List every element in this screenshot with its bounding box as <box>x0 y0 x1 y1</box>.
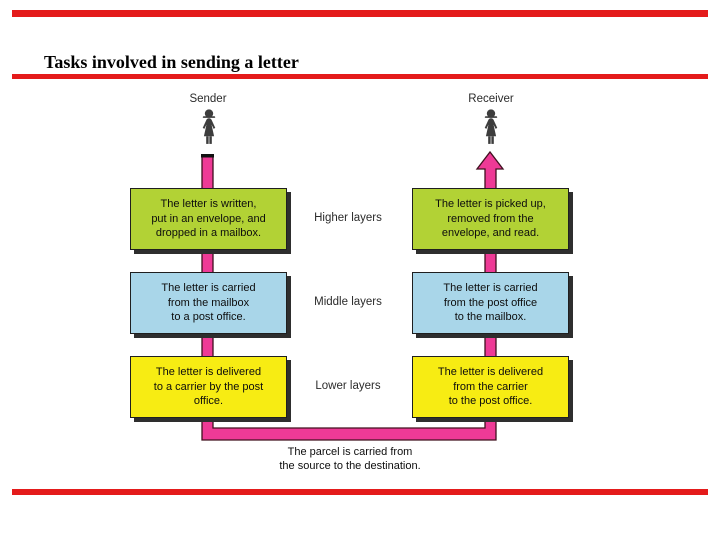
box-text-line: dropped in a mailbox. <box>155 227 262 240</box>
receiver-middle-layer-box: The letter is carried from the post offi… <box>412 272 569 334</box>
box-text-line: from the post office <box>443 296 538 309</box>
box-text-line: The letter is carried <box>161 282 256 295</box>
transport-caption: The parcel is carried from the source to… <box>230 446 470 473</box>
caption-line: the source to the destination. <box>279 459 421 472</box>
sender-middle-layer-box: The letter is carried from the mailbox t… <box>130 272 287 334</box>
box-text-line: The letter is written, <box>160 198 257 211</box>
higher-layers-label: Higher layers <box>314 212 382 224</box>
page-title: Tasks involved in sending a letter <box>44 52 299 73</box>
box-text-line: put in an envelope, and <box>151 212 266 225</box>
box-text-line: The letter is picked up, <box>435 198 546 211</box>
title-divider-bar <box>12 74 708 79</box>
receiver-higher-layer-box: The letter is picked up, removed from th… <box>412 188 569 250</box>
sender-label: Sender <box>189 93 227 105</box>
top-accent-bar <box>12 10 708 17</box>
box-text-line: from the mailbox <box>167 296 250 309</box>
lower-layers-label: Lower layers <box>315 380 381 392</box>
box-text-line: to the post office. <box>448 395 533 408</box>
bottom-accent-bar <box>12 489 708 495</box>
box-text-line: to a post office. <box>171 311 246 324</box>
box-text-line: to the mailbox. <box>454 311 527 324</box>
sender-person-icon <box>198 109 220 149</box>
box-text-line: The letter is delivered <box>437 366 544 379</box>
caption-line: The parcel is carried from <box>287 446 413 458</box>
box-text-line: removed from the <box>447 212 534 225</box>
receiver-label: Receiver <box>468 93 514 105</box>
box-text-line: to a carrier by the post <box>153 380 264 393</box>
receiver-person-icon <box>480 109 502 149</box>
box-text-line: envelope, and read. <box>441 227 540 240</box>
sender-lower-layer-box: The letter is delivered to a carrier by … <box>130 356 287 418</box>
box-text-line: office. <box>193 395 224 408</box>
middle-layers-label: Middle layers <box>314 296 382 308</box>
box-text-line: The letter is carried <box>443 282 538 295</box>
sender-higher-layer-box: The letter is written, put in an envelop… <box>130 188 287 250</box>
box-text-line: The letter is delivered <box>155 366 262 379</box>
receiver-lower-layer-box: The letter is delivered from the carrier… <box>412 356 569 418</box>
box-text-line: from the carrier <box>453 380 528 393</box>
